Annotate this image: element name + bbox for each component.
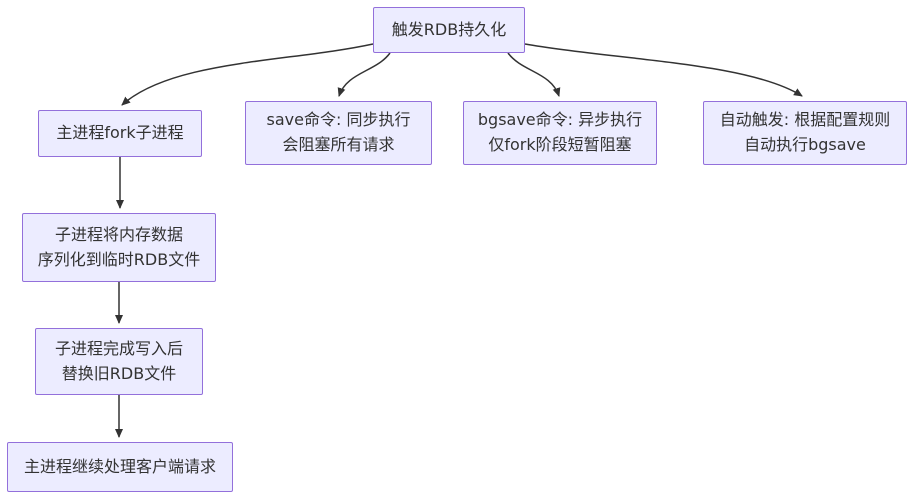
edge-trigger-bgsave — [507, 52, 561, 97]
node-replace-old-rdb: 子进程完成写入后 替换旧RDB文件 — [35, 328, 203, 395]
node-main-continue-requests: 主进程继续处理客户端请求 — [7, 442, 233, 492]
node-auto-trigger: 自动触发: 根据配置规则 自动执行bgsave — [703, 101, 907, 165]
node-fork-child-process: 主进程fork子进程 — [38, 110, 202, 157]
node-serialize-temp-rdb: 子进程将内存数据 序列化到临时RDB文件 — [22, 213, 216, 282]
edge-trigger-save — [337, 52, 391, 97]
node-bgsave-command: bgsave命令: 异步执行 仅fork阶段短暂阻塞 — [463, 101, 657, 165]
node-trigger-rdb: 触发RDB持久化 — [373, 7, 525, 53]
edge-trigger-fork — [121, 43, 374, 106]
node-save-command: save命令: 同步执行 会阻塞所有请求 — [245, 101, 432, 165]
edge-trigger-auto — [524, 43, 803, 97]
